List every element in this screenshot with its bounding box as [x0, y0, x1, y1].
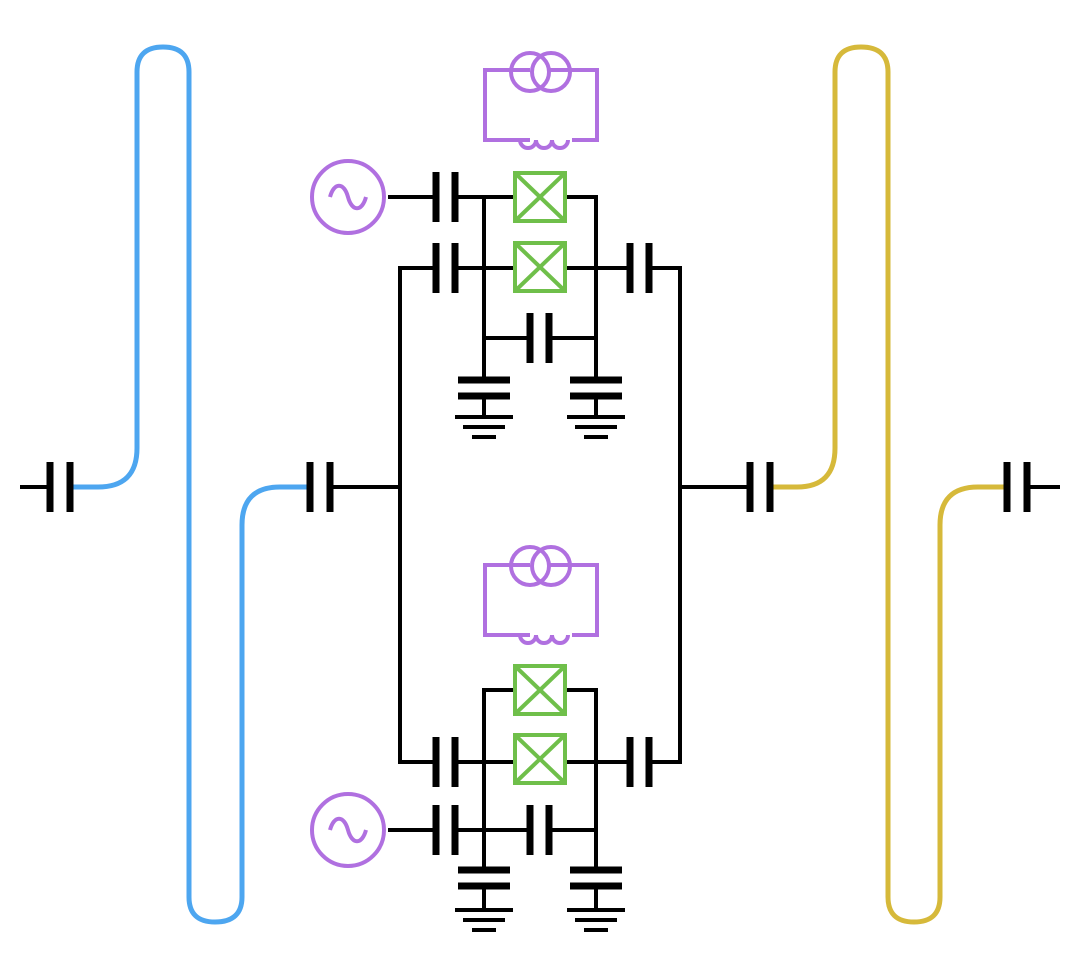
right-output-capacitor-icon — [1003, 462, 1060, 512]
bottom-josephson-junction-1-icon — [513, 664, 567, 716]
bottom-qubit — [310, 545, 680, 932]
top-right-ground-icon — [567, 376, 625, 439]
top-shunt-capacitor-icon — [484, 313, 596, 363]
top-josephson-junction-1-icon — [513, 171, 567, 223]
left-input-capacitor-icon — [20, 462, 74, 512]
bottom-qubit-wires — [482, 688, 598, 868]
top-left-coupling-capacitor-icon — [400, 243, 515, 293]
bottom-left-coupling-capacitor-icon — [400, 737, 515, 787]
bottom-josephson-junction-2-icon — [513, 733, 567, 785]
right-resonator — [767, 44, 1008, 925]
bottom-shunt-capacitor-icon — [484, 805, 596, 855]
top-flux-transformer-icon — [483, 51, 599, 150]
top-drive-capacitor-icon — [388, 172, 515, 222]
left-coupling-capacitor-icon — [306, 462, 400, 512]
bottom-right-coupling-capacitor-icon — [565, 737, 680, 787]
right-coupling-capacitor-icon — [680, 462, 774, 512]
bottom-flux-transformer-icon — [483, 545, 599, 645]
bottom-drive-capacitor-icon — [388, 805, 484, 855]
bottom-right-ground-icon — [567, 866, 625, 932]
top-qubit — [310, 51, 680, 439]
left-resonator — [67, 44, 311, 925]
bottom-ac-source-icon — [310, 792, 386, 868]
bottom-left-ground-icon — [455, 866, 513, 932]
top-qubit-wires — [482, 195, 598, 378]
top-right-coupling-capacitor-icon — [565, 243, 680, 293]
top-josephson-junction-2-icon — [513, 241, 567, 293]
top-left-ground-icon — [455, 376, 513, 439]
top-ac-source-icon — [310, 159, 386, 235]
